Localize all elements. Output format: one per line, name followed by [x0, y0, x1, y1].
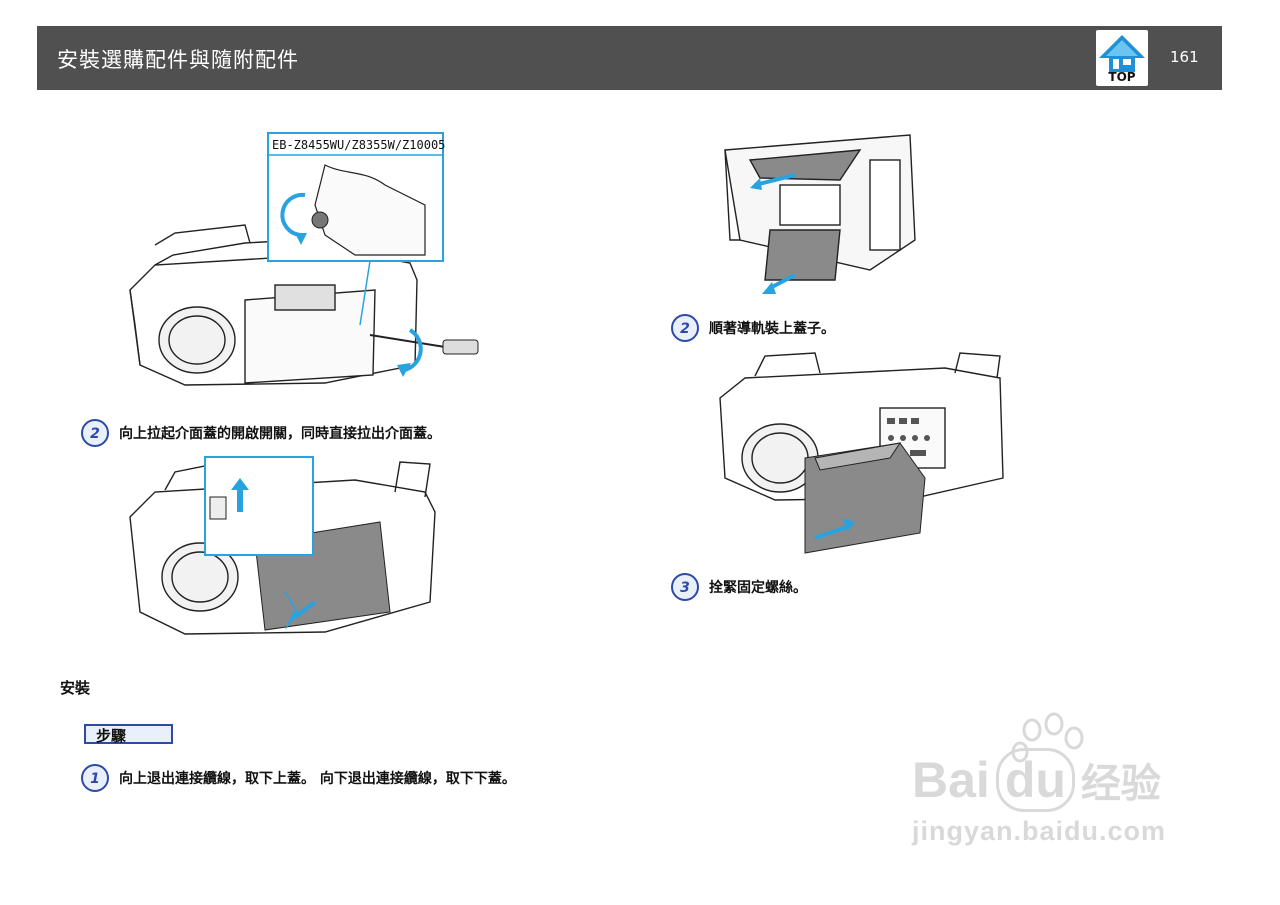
page-header: 安裝選購配件與隨附配件 TOP 161	[37, 26, 1222, 90]
svg-text:3: 3	[680, 580, 690, 596]
step-row-right-3: 3 拴緊固定螺絲。	[670, 572, 807, 602]
top-label: TOP	[1108, 70, 1136, 84]
step-number-badge: 2	[81, 419, 109, 447]
step-row-left-2: 2 向上拉起介面蓋的開啟開關，同時直接拉出介面蓋。	[80, 418, 441, 448]
svg-text:2: 2	[90, 426, 100, 442]
step-row-right-2: 2 順著導軌裝上蓋子。	[670, 313, 835, 343]
step-text: 拴緊固定螺絲。	[709, 580, 807, 596]
install-heading: 安裝	[60, 679, 91, 697]
step-row-install-1: 1 向上退出連接纜線，取下上蓋。 向下退出連接纜線，取下下蓋。	[80, 763, 516, 793]
figure-remove-screw: EB-Z8455WU/Z8355W/Z10005	[129, 132, 479, 386]
svg-text:1: 1	[90, 771, 100, 787]
watermark-url: jingyan.baidu.com	[912, 816, 1167, 846]
step-text: 向上拉起介面蓋的開啟開關，同時直接拉出介面蓋。	[119, 426, 441, 442]
svg-text:2: 2	[680, 321, 690, 337]
step-number-badge: 2	[671, 314, 699, 342]
callout-model-label: EB-Z8455WU/Z8355W/Z10005	[272, 138, 445, 152]
figure-pull-cover	[129, 456, 436, 635]
step-text: 向上退出連接纜線，取下上蓋。 向下退出連接纜線，取下下蓋。	[119, 771, 516, 787]
figure-attach-cover	[719, 352, 1004, 554]
step-number-badge: 3	[671, 573, 699, 601]
steps-label-box: 步驟	[84, 724, 173, 745]
page-title: 安裝選購配件與隨附配件	[57, 48, 299, 72]
top-button[interactable]: TOP	[1096, 30, 1148, 86]
page-number: 161	[1170, 48, 1199, 66]
step-number-badge: 1	[81, 764, 109, 792]
step-text: 順著導軌裝上蓋子。	[709, 321, 835, 337]
figure-cover-removed	[724, 134, 916, 294]
home-icon	[1099, 35, 1145, 72]
